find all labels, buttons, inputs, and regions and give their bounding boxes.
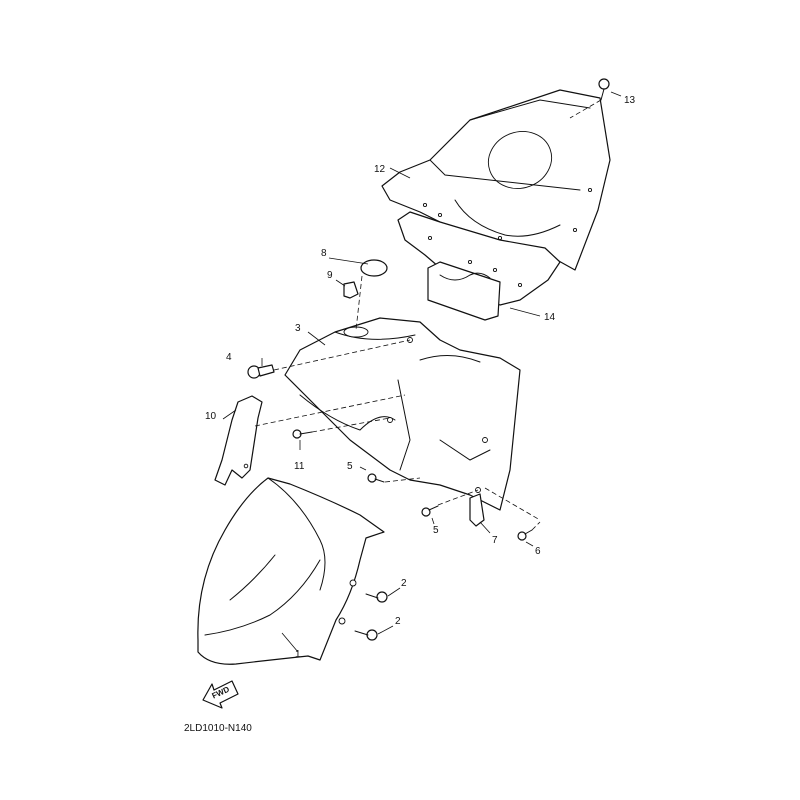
part-13-bolt xyxy=(598,78,610,101)
callout-4: 4 xyxy=(226,352,232,363)
part-14-lower-panel xyxy=(397,211,561,321)
part-11-screw xyxy=(292,429,313,439)
callout-11: 11 xyxy=(294,461,305,472)
callout-2a: 2 xyxy=(401,578,407,589)
callout-5a: 5 xyxy=(347,461,353,472)
callout-7: 7 xyxy=(492,535,498,546)
part-10-bracket xyxy=(214,395,263,486)
callout-2b: 2 xyxy=(395,616,401,627)
part-5b-screw xyxy=(421,505,439,517)
callout-5b: 5 xyxy=(433,525,439,536)
callout-13: 13 xyxy=(624,95,636,106)
callout-12: 12 xyxy=(374,164,386,175)
callout-10: 10 xyxy=(205,411,217,422)
part-4-bolt xyxy=(247,364,275,379)
callout-3: 3 xyxy=(295,323,301,334)
part-5a-screw xyxy=(367,473,385,483)
part-3-inner-panel xyxy=(284,317,521,511)
part-6-screw xyxy=(517,529,533,541)
part-2b-screw xyxy=(354,629,378,641)
callout-labels: 1 2 2 3 4 5 5 6 7 8 9 10 11 12 13 14 xyxy=(205,95,636,660)
part-2a-screw xyxy=(365,591,388,603)
callout-1: 1 xyxy=(295,649,301,660)
fwd-arrow: FWD xyxy=(202,680,239,709)
part-1-front-fender xyxy=(197,477,385,665)
leader-lines xyxy=(222,91,622,653)
part-7-clip xyxy=(469,493,485,527)
callout-8: 8 xyxy=(321,248,327,259)
alignment-lines xyxy=(254,99,602,531)
callout-9: 9 xyxy=(327,270,333,281)
diagram-code: 2LD1010-N140 xyxy=(184,723,252,734)
part-9-clip-nut xyxy=(343,281,359,299)
callout-6: 6 xyxy=(535,546,541,557)
callout-14: 14 xyxy=(544,312,556,323)
part-8-grommet xyxy=(360,259,388,277)
